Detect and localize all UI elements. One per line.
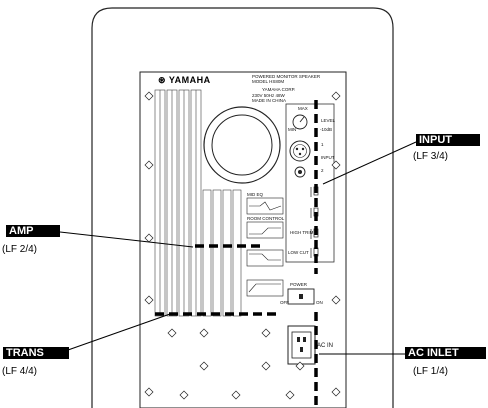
model-line-2: MODEL HS80M [252, 79, 285, 84]
xlr-input-jack [289, 140, 311, 162]
callout-input-sub: (LF 3/4) [413, 151, 449, 162]
callout-input: INPUT [416, 134, 480, 146]
callout-trans-sub: (LF 4/4) [2, 366, 38, 377]
level-db-label: -10dB [320, 127, 333, 132]
eq-graphics [246, 197, 284, 297]
power-on-label: ON [316, 300, 323, 305]
level-max-label: MAX [298, 106, 308, 111]
model-line-1: POWERED MONITOR SPEAKER [252, 74, 321, 79]
origin-label: MADE IN CHINA [252, 98, 287, 103]
leader-input [322, 141, 417, 185]
level-label: LEVEL [321, 118, 336, 123]
power-label: POWER [290, 282, 308, 287]
input-1-label: 1 [321, 142, 324, 147]
callout-ac-inlet: AC INLET [405, 347, 486, 359]
brand-logo: ⊛ YAMAHA [158, 75, 211, 85]
high-trim-label: HIGH TRIM [290, 230, 314, 235]
bass-port-inner [211, 114, 273, 176]
callout-amp-sub: (LF 2/4) [2, 244, 38, 255]
callout-amp: AMP [6, 225, 60, 237]
corp-label: YAMAHA CORP. [262, 87, 296, 92]
power-off-label: OFF [280, 300, 289, 305]
mid-eq-label: MID EQ [247, 192, 264, 197]
leader-trans [67, 313, 171, 351]
input-2-label: 2 [321, 168, 324, 173]
cut-markers [155, 100, 318, 408]
ac-in-label: AC IN [317, 343, 334, 349]
low-cut-label: LOW CUT [288, 250, 309, 255]
room-control-label: ROOM CONTROL [247, 216, 285, 221]
cabinet-outline [91, 7, 394, 408]
input-label: INPUT [321, 155, 335, 160]
callout-ac-inlet-sub: (LF 1/4) [413, 366, 449, 377]
level-min-label: MIN [288, 127, 297, 132]
panel-screws [144, 91, 341, 400]
rating-label: 230V 50Hz 48W [252, 93, 285, 98]
callout-trans: TRANS [3, 347, 69, 359]
leader-amp [59, 231, 194, 248]
heatsink-fins [154, 89, 242, 317]
